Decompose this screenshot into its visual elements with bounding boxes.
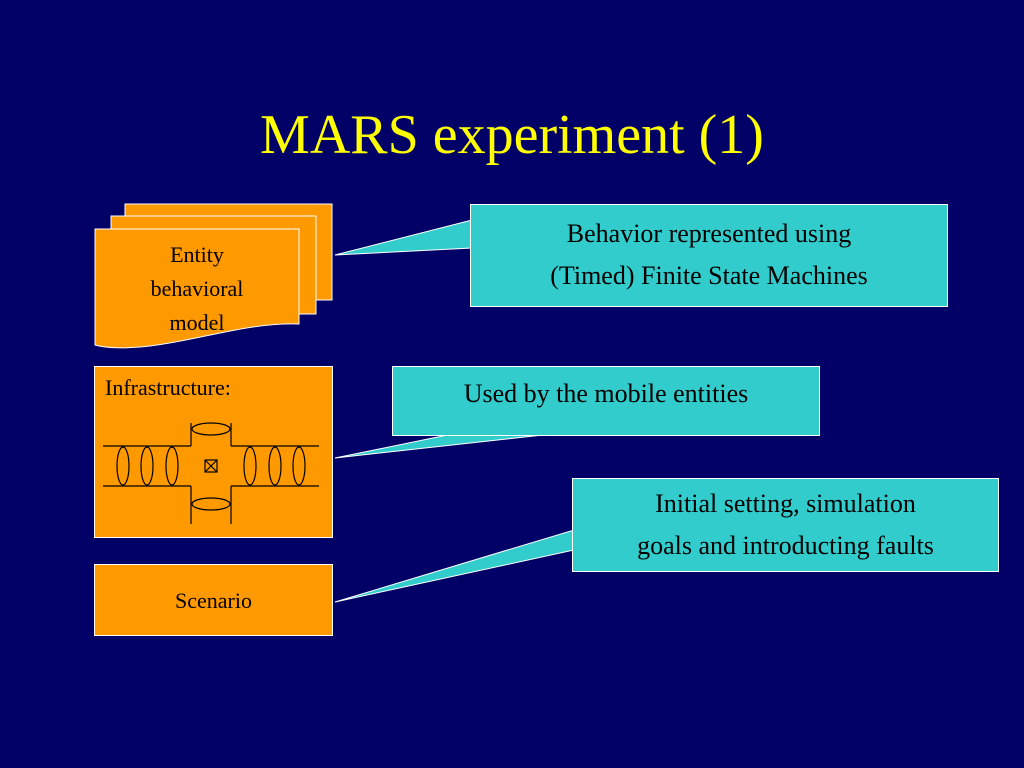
entity-model-line-2: behavioral [150,276,244,301]
infrastructure-label: Infrastructure: [105,375,231,400]
entity-model-line-1: Entity [170,242,224,267]
callout-pointer-setup [334,529,575,603]
entity-model-label: Entity behavioral model [95,238,299,340]
document-page-front [94,228,300,349]
slide-title: MARS experiment (1) [260,104,764,166]
callout-behavior-line-2: (Timed) Finite State Machines [550,261,868,290]
road-intersection-icon [103,422,319,524]
scenario-box: Scenario [94,564,333,636]
callout-behavior: Behavior represented using (Timed) Finit… [470,204,948,307]
callout-pointer-behavior [334,219,473,256]
callout-usage-line-1: Used by the mobile entities [463,379,749,408]
callout-usage: Used by the mobile entities [392,366,820,436]
callout-setup-line-1: Initial setting, simulation [655,489,916,518]
callout-behavior-line-1: Behavior represented using [566,219,852,248]
entity-model-line-3: model [169,310,225,335]
callout-setup-line-2: goals and introducting faults [637,531,934,560]
callout-setup: Initial setting, simulation goals and in… [572,478,999,572]
infrastructure-box: Infrastructure: [94,366,333,538]
scenario-label: Scenario [175,588,252,613]
